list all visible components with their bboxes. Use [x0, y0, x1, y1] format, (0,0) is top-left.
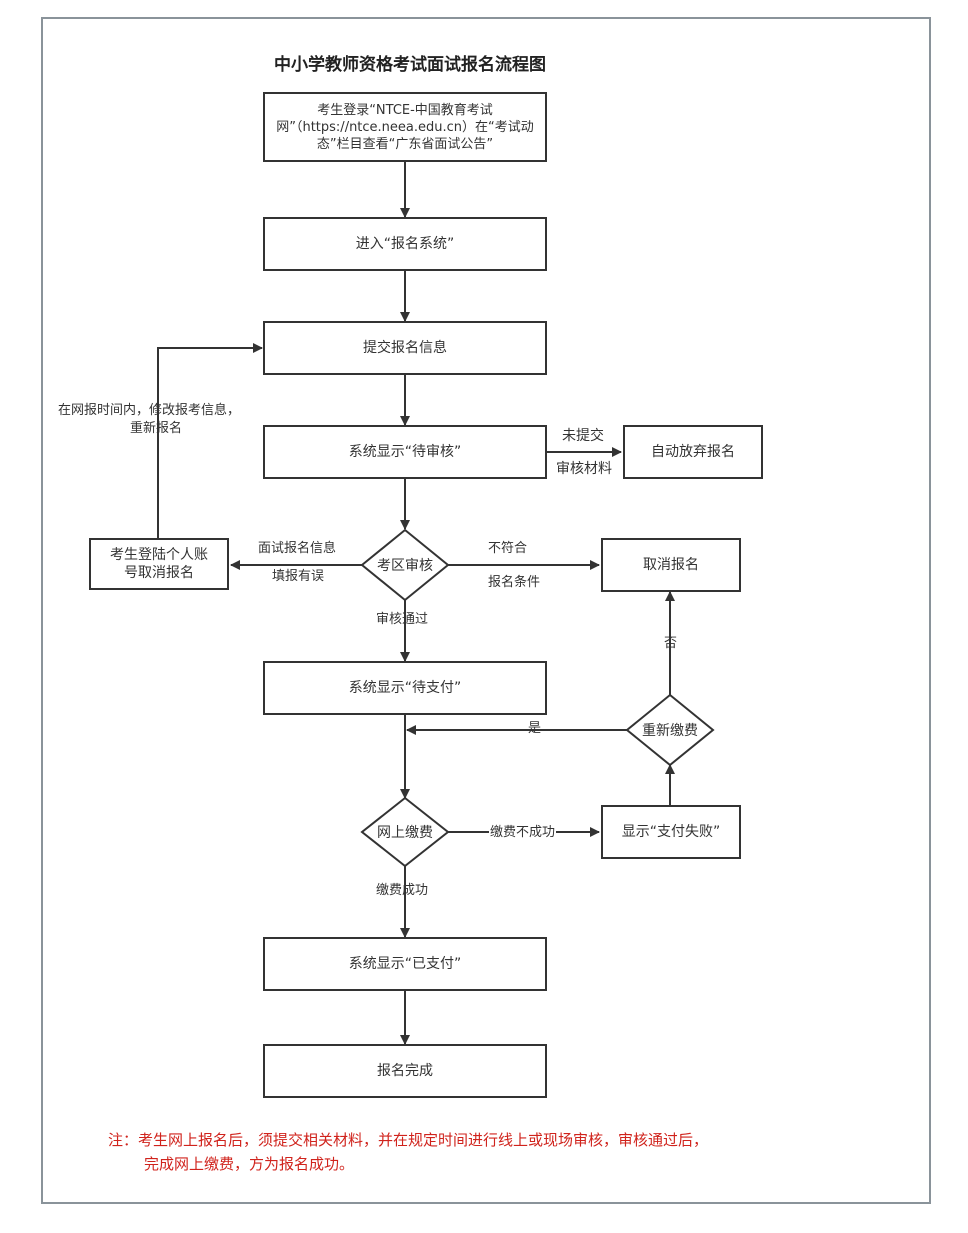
node-complete: 报名完成 [263, 1044, 547, 1098]
label-review-passed: 审核通过 [376, 612, 429, 627]
diamond-repay [625, 693, 715, 767]
label-no: 否 [664, 636, 678, 651]
arrow-loop-to-submit [157, 343, 263, 538]
diagram-title: 中小学教师资格考试面试报名流程图 [274, 55, 546, 75]
node-cancel-registration: 取消报名 [601, 538, 741, 592]
label-info-error-1: 面试报名信息 [258, 541, 337, 556]
label-modify-line2: 重新报名 [130, 421, 183, 436]
label-yes: 是 [528, 721, 542, 736]
node-pending-payment: 系统显示“待支付” [263, 661, 547, 715]
label-not-meet-2: 报名条件 [488, 575, 541, 590]
node-login: 考生登录“NTCE-中国教育考试网”（https://ntce.neea.edu… [263, 92, 547, 162]
label-modify-line1: 在网报时间内，修改报考信息， [58, 403, 241, 418]
footnote-line1: 注：考生网上报名后，须提交相关材料，并在规定时间进行线上或现场审核，审核通过后， [108, 1131, 709, 1149]
diagram-frame [41, 17, 931, 1204]
node-submit-info: 提交报名信息 [263, 321, 547, 375]
node-pending-review: 系统显示“待审核” [263, 425, 547, 479]
label-not-submitted-2: 审核材料 [556, 461, 612, 477]
node-cancel-personal: 考生登陆个人账号取消报名 [89, 538, 229, 590]
label-payment-success: 缴费成功 [376, 883, 429, 898]
label-not-meet-1: 不符合 [488, 541, 528, 556]
node-online-payment: 网上缴费 [377, 825, 433, 841]
node-auto-abandon: 自动放弃报名 [623, 425, 763, 479]
node-paid: 系统显示“已支付” [263, 937, 547, 991]
node-repay: 重新缴费 [642, 723, 698, 739]
footnote: 注：考生网上报名后，须提交相关材料，并在规定时间进行线上或现场审核，审核通过后，… [108, 1128, 848, 1176]
diamond-online-payment [360, 796, 450, 868]
label-payment-unsuccessful: 缴费不成功 [489, 824, 557, 842]
footnote-line2: 完成网上缴费，方为报名成功。 [144, 1155, 355, 1173]
node-enter-system: 进入“报名系统” [263, 217, 547, 271]
node-payment-failed: 显示“支付失败” [601, 805, 741, 859]
diamond-district-review [360, 528, 450, 602]
label-info-error-2: 填报有误 [272, 569, 325, 584]
node-district-review: 考区审核 [377, 558, 433, 574]
label-not-submitted-1: 未提交 [562, 428, 604, 444]
